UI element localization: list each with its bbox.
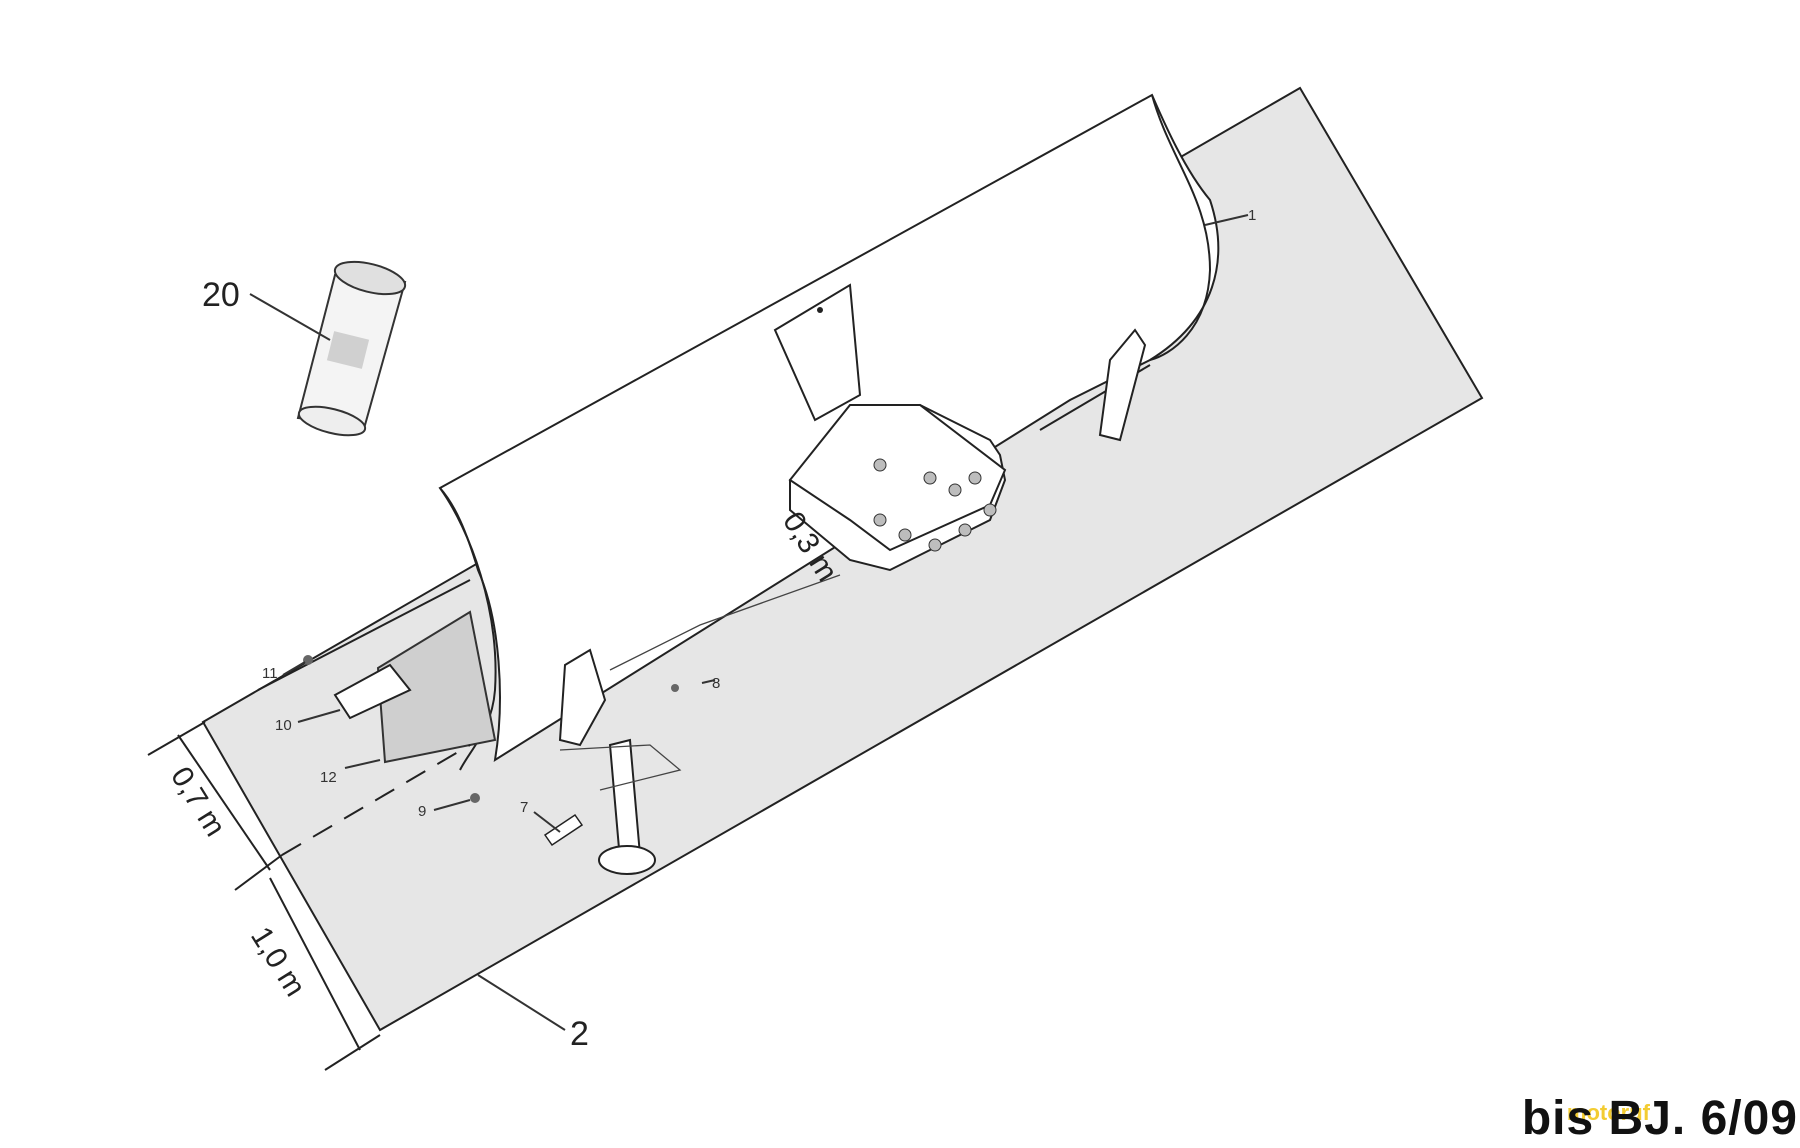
- center-bracket-top: [788, 404, 1007, 552]
- callout-1: 1: [1248, 207, 1256, 224]
- watermark-logo: motoruf: [1566, 1100, 1650, 1125]
- upper-mount-tab: [773, 283, 862, 422]
- post-plate: [559, 744, 682, 791]
- center-rod: [609, 574, 841, 671]
- post-base: [598, 845, 656, 875]
- leader-lines: [249, 214, 1249, 1031]
- blade-left-curve: [439, 487, 497, 771]
- dimension-lower: 1,0 m: [244, 921, 312, 1002]
- dimension-lines: [147, 721, 471, 1071]
- callout-2: 2: [570, 1015, 589, 1053]
- washer-8: [671, 684, 679, 692]
- dimension-upper: 0,7 m: [164, 761, 232, 842]
- bolt-7: [543, 813, 584, 847]
- nut-9: [470, 793, 480, 803]
- callout-10: 10: [275, 717, 292, 734]
- spray-can: [296, 260, 407, 437]
- side-bracket: [333, 663, 412, 720]
- reflector-plate: [376, 610, 497, 764]
- ground-plate: [201, 86, 1484, 1032]
- callout-9: 9: [418, 803, 426, 820]
- callout-20: 20: [202, 276, 240, 314]
- model-year-label: bis BJ. 6/09: [1521, 1092, 1798, 1145]
- callout-8: 8: [712, 675, 720, 692]
- callout-7: 7: [520, 799, 528, 816]
- right-skid: [1098, 328, 1147, 442]
- callout-11: 11: [262, 665, 278, 682]
- blade-curve-edge: [1149, 94, 1212, 361]
- callout-12: 12: [320, 769, 337, 786]
- bracket-holes: [873, 458, 997, 552]
- nut-11: [303, 655, 313, 665]
- left-skid: [558, 648, 607, 747]
- tab-rivet: [817, 307, 823, 313]
- back-rail-left: [257, 579, 471, 691]
